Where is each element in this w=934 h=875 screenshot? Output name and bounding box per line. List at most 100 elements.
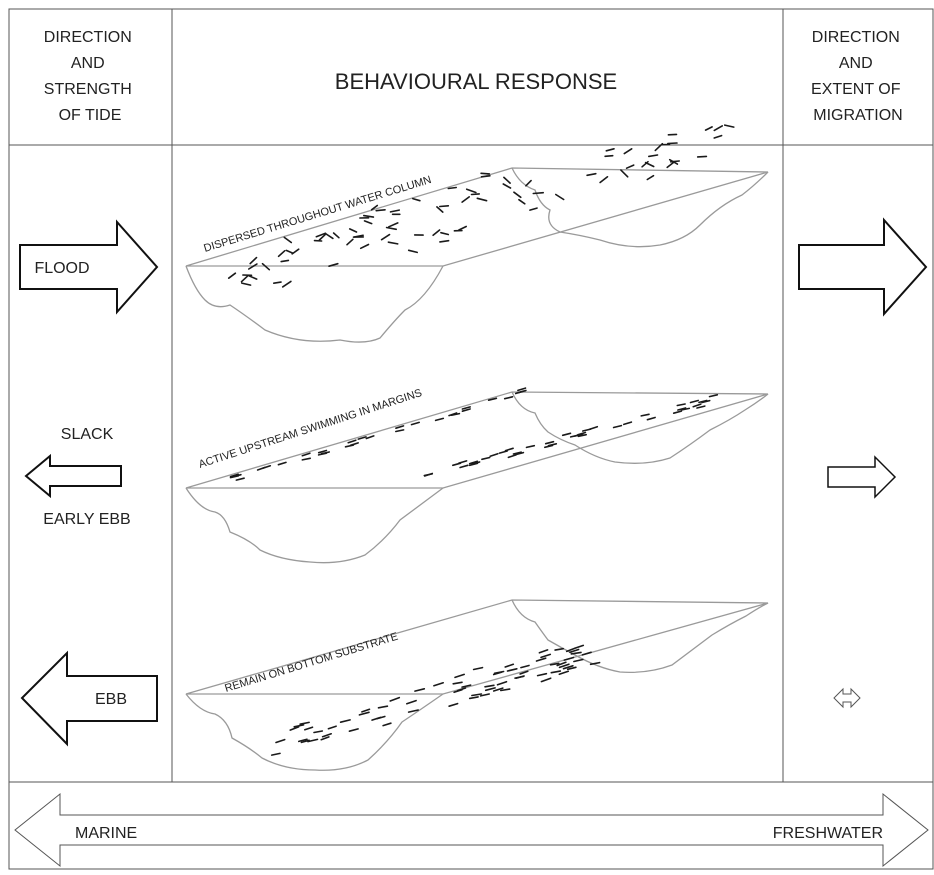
fish-mark: [641, 160, 649, 168]
fish-mark: [471, 693, 483, 697]
migration-header: DIRECTION AND EXTENT OF MIGRATION: [811, 29, 905, 124]
fish-mark: [554, 193, 565, 201]
fish-mark: [550, 670, 562, 674]
fish-mark: [696, 155, 708, 158]
flood-label: FLOOD: [34, 260, 89, 277]
fish-mark: [496, 680, 508, 686]
fish-mark: [570, 651, 582, 655]
fish-mark: [370, 204, 379, 211]
fish-mark: [289, 726, 300, 731]
fish-mark: [347, 439, 357, 444]
fish-mark: [654, 142, 664, 152]
fish-mark: [498, 450, 509, 454]
fish-mark: [506, 667, 518, 672]
migration-header-line: AND: [839, 55, 873, 72]
fish-mark: [432, 229, 441, 237]
fish-mark: [517, 387, 527, 392]
fish-mark: [434, 417, 445, 422]
fish-mark: [487, 397, 498, 402]
fish-mark: [676, 403, 686, 407]
fish-mark: [405, 699, 417, 705]
fish-mark: [517, 389, 527, 394]
fish-mark: [227, 272, 237, 280]
fish-mark: [459, 464, 469, 469]
fish-mark: [235, 477, 245, 481]
fish-mark: [346, 238, 354, 246]
fish-mark: [297, 738, 308, 743]
fish-mark: [249, 256, 258, 265]
fish-mark: [581, 651, 592, 656]
fish-mark: [332, 232, 340, 239]
flood-tide-arrow: [19, 219, 159, 315]
fish-mark: [301, 457, 312, 461]
fish-mark: [723, 124, 735, 128]
fish-mark: [525, 179, 532, 187]
fish-mark: [321, 732, 333, 738]
fish-mark: [291, 248, 300, 255]
fish-mark: [481, 456, 491, 461]
fish-mark: [547, 442, 558, 447]
fish-mark: [380, 233, 391, 241]
fish-mark: [293, 724, 305, 728]
fish-mark: [514, 451, 525, 456]
fish-mark: [503, 176, 511, 184]
fish-mark: [470, 193, 481, 196]
fish-mark: [540, 677, 552, 683]
freshwater-label: FRESHWATER: [773, 825, 883, 842]
fish-mark: [277, 250, 286, 258]
fish-mark: [484, 684, 495, 688]
fish-mark: [382, 722, 392, 727]
fish-mark: [502, 183, 512, 189]
fish-mark: [301, 452, 311, 457]
fish-mark: [387, 222, 399, 228]
fish-mark: [285, 249, 294, 254]
fish-mark: [504, 663, 515, 668]
fish-mark: [280, 259, 290, 263]
tide-header-line: OF TIDE: [59, 107, 122, 124]
fish-mark: [666, 142, 678, 145]
fish-mark: [328, 262, 339, 268]
fish-mark: [647, 154, 659, 158]
fish-mark: [468, 696, 479, 700]
fish-mark: [440, 231, 450, 236]
fish-mark: [507, 454, 517, 459]
fish-mark: [605, 148, 615, 152]
fish-mark: [377, 705, 389, 709]
fish-mark: [327, 725, 337, 730]
fish-ebb: [270, 644, 601, 756]
fish-mark: [569, 648, 580, 654]
fish-mark: [504, 447, 514, 452]
ebb-label: EBB: [95, 691, 127, 708]
fish-mark: [348, 728, 359, 733]
slack-migration-arrow: [827, 455, 897, 499]
fish-mark: [352, 234, 364, 238]
fish-mark: [713, 134, 723, 139]
fish-mark: [433, 681, 445, 687]
fish-mark: [447, 186, 458, 190]
fish-mark: [543, 444, 554, 449]
fish-mark: [348, 228, 358, 233]
fish-mark: [317, 452, 328, 456]
slack-tide-arrow: [24, 453, 122, 499]
fish-mark: [394, 429, 405, 433]
fish-mark: [520, 664, 530, 669]
fish-mark: [666, 161, 675, 169]
fish-mark: [713, 125, 724, 132]
fish-mark: [704, 126, 713, 131]
fish-mark: [554, 647, 565, 651]
fish-mark: [362, 214, 375, 218]
fish-mark: [277, 461, 287, 466]
fish-mark: [535, 657, 547, 662]
fish-mark: [375, 209, 386, 212]
fish-mark: [411, 197, 421, 202]
fish-mark: [410, 421, 421, 426]
fish-mark: [358, 711, 370, 716]
fish-mark: [566, 666, 577, 671]
fish-mark: [701, 399, 711, 404]
slack-label: SLACK: [61, 426, 114, 443]
fish-mark: [620, 169, 629, 178]
fish-mark: [407, 249, 419, 254]
fish-mark: [454, 673, 466, 679]
fish-mark: [484, 687, 496, 692]
